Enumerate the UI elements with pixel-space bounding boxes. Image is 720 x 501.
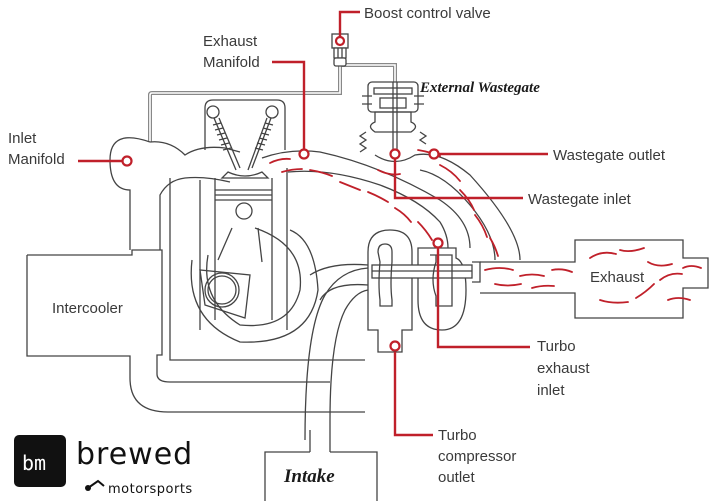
turbo-exhaust-inlet-label-line2: exhaust (537, 360, 590, 377)
engine-block (169, 99, 365, 361)
logo-wordmark: brewed (76, 437, 193, 472)
boost-reference-line (148, 63, 397, 142)
exhaust-manifold-label-line1: Exhaust (203, 33, 258, 50)
turbo-compressor-outlet-label-line3: outlet (438, 469, 476, 486)
intercooler: Intercooler (26, 249, 365, 413)
intake-label: Intake (283, 466, 335, 487)
turbo-compressor-outlet-label-line2: compressor (438, 448, 516, 465)
wastegate-inlet-label: Wastegate inlet (528, 191, 632, 208)
logo-link-icon (87, 479, 105, 489)
external-wastegate (358, 81, 521, 261)
intercooler-label: Intercooler (52, 300, 123, 317)
inlet-manifold-label-line1: Inlet (8, 130, 37, 147)
logo-badge (14, 435, 66, 487)
turbo-exhaust-inlet-label-line1: Turbo (537, 338, 576, 355)
inlet-manifold-label-line2: Manifold (8, 151, 65, 168)
brewed-motorsports-logo: bm brewed motorsports (14, 435, 193, 497)
exhaust-label: Exhaust (590, 269, 645, 286)
turbo-compressor-outlet-label-line1: Turbo (438, 427, 477, 444)
external-wastegate-label: External Wastegate (419, 80, 540, 96)
callouts: Boost control valve Exhaust Manifold Ext… (8, 5, 666, 486)
exhaust-manifold-label-line2: Manifold (203, 54, 260, 71)
exhaust-system: Exhaust (480, 239, 709, 319)
exhaust-manifold (261, 150, 471, 249)
turbocharger (304, 229, 481, 441)
logo-badge-text: bm (22, 451, 46, 475)
boost-control-valve-label: Boost control valve (364, 5, 491, 22)
wastegate-outlet-label: Wastegate outlet (553, 147, 666, 164)
inlet-manifold (109, 137, 241, 250)
intake: Intake (264, 420, 378, 501)
turbo-exhaust-inlet-label-line3: inlet (537, 382, 565, 399)
logo-subtext: motorsports (108, 482, 193, 497)
